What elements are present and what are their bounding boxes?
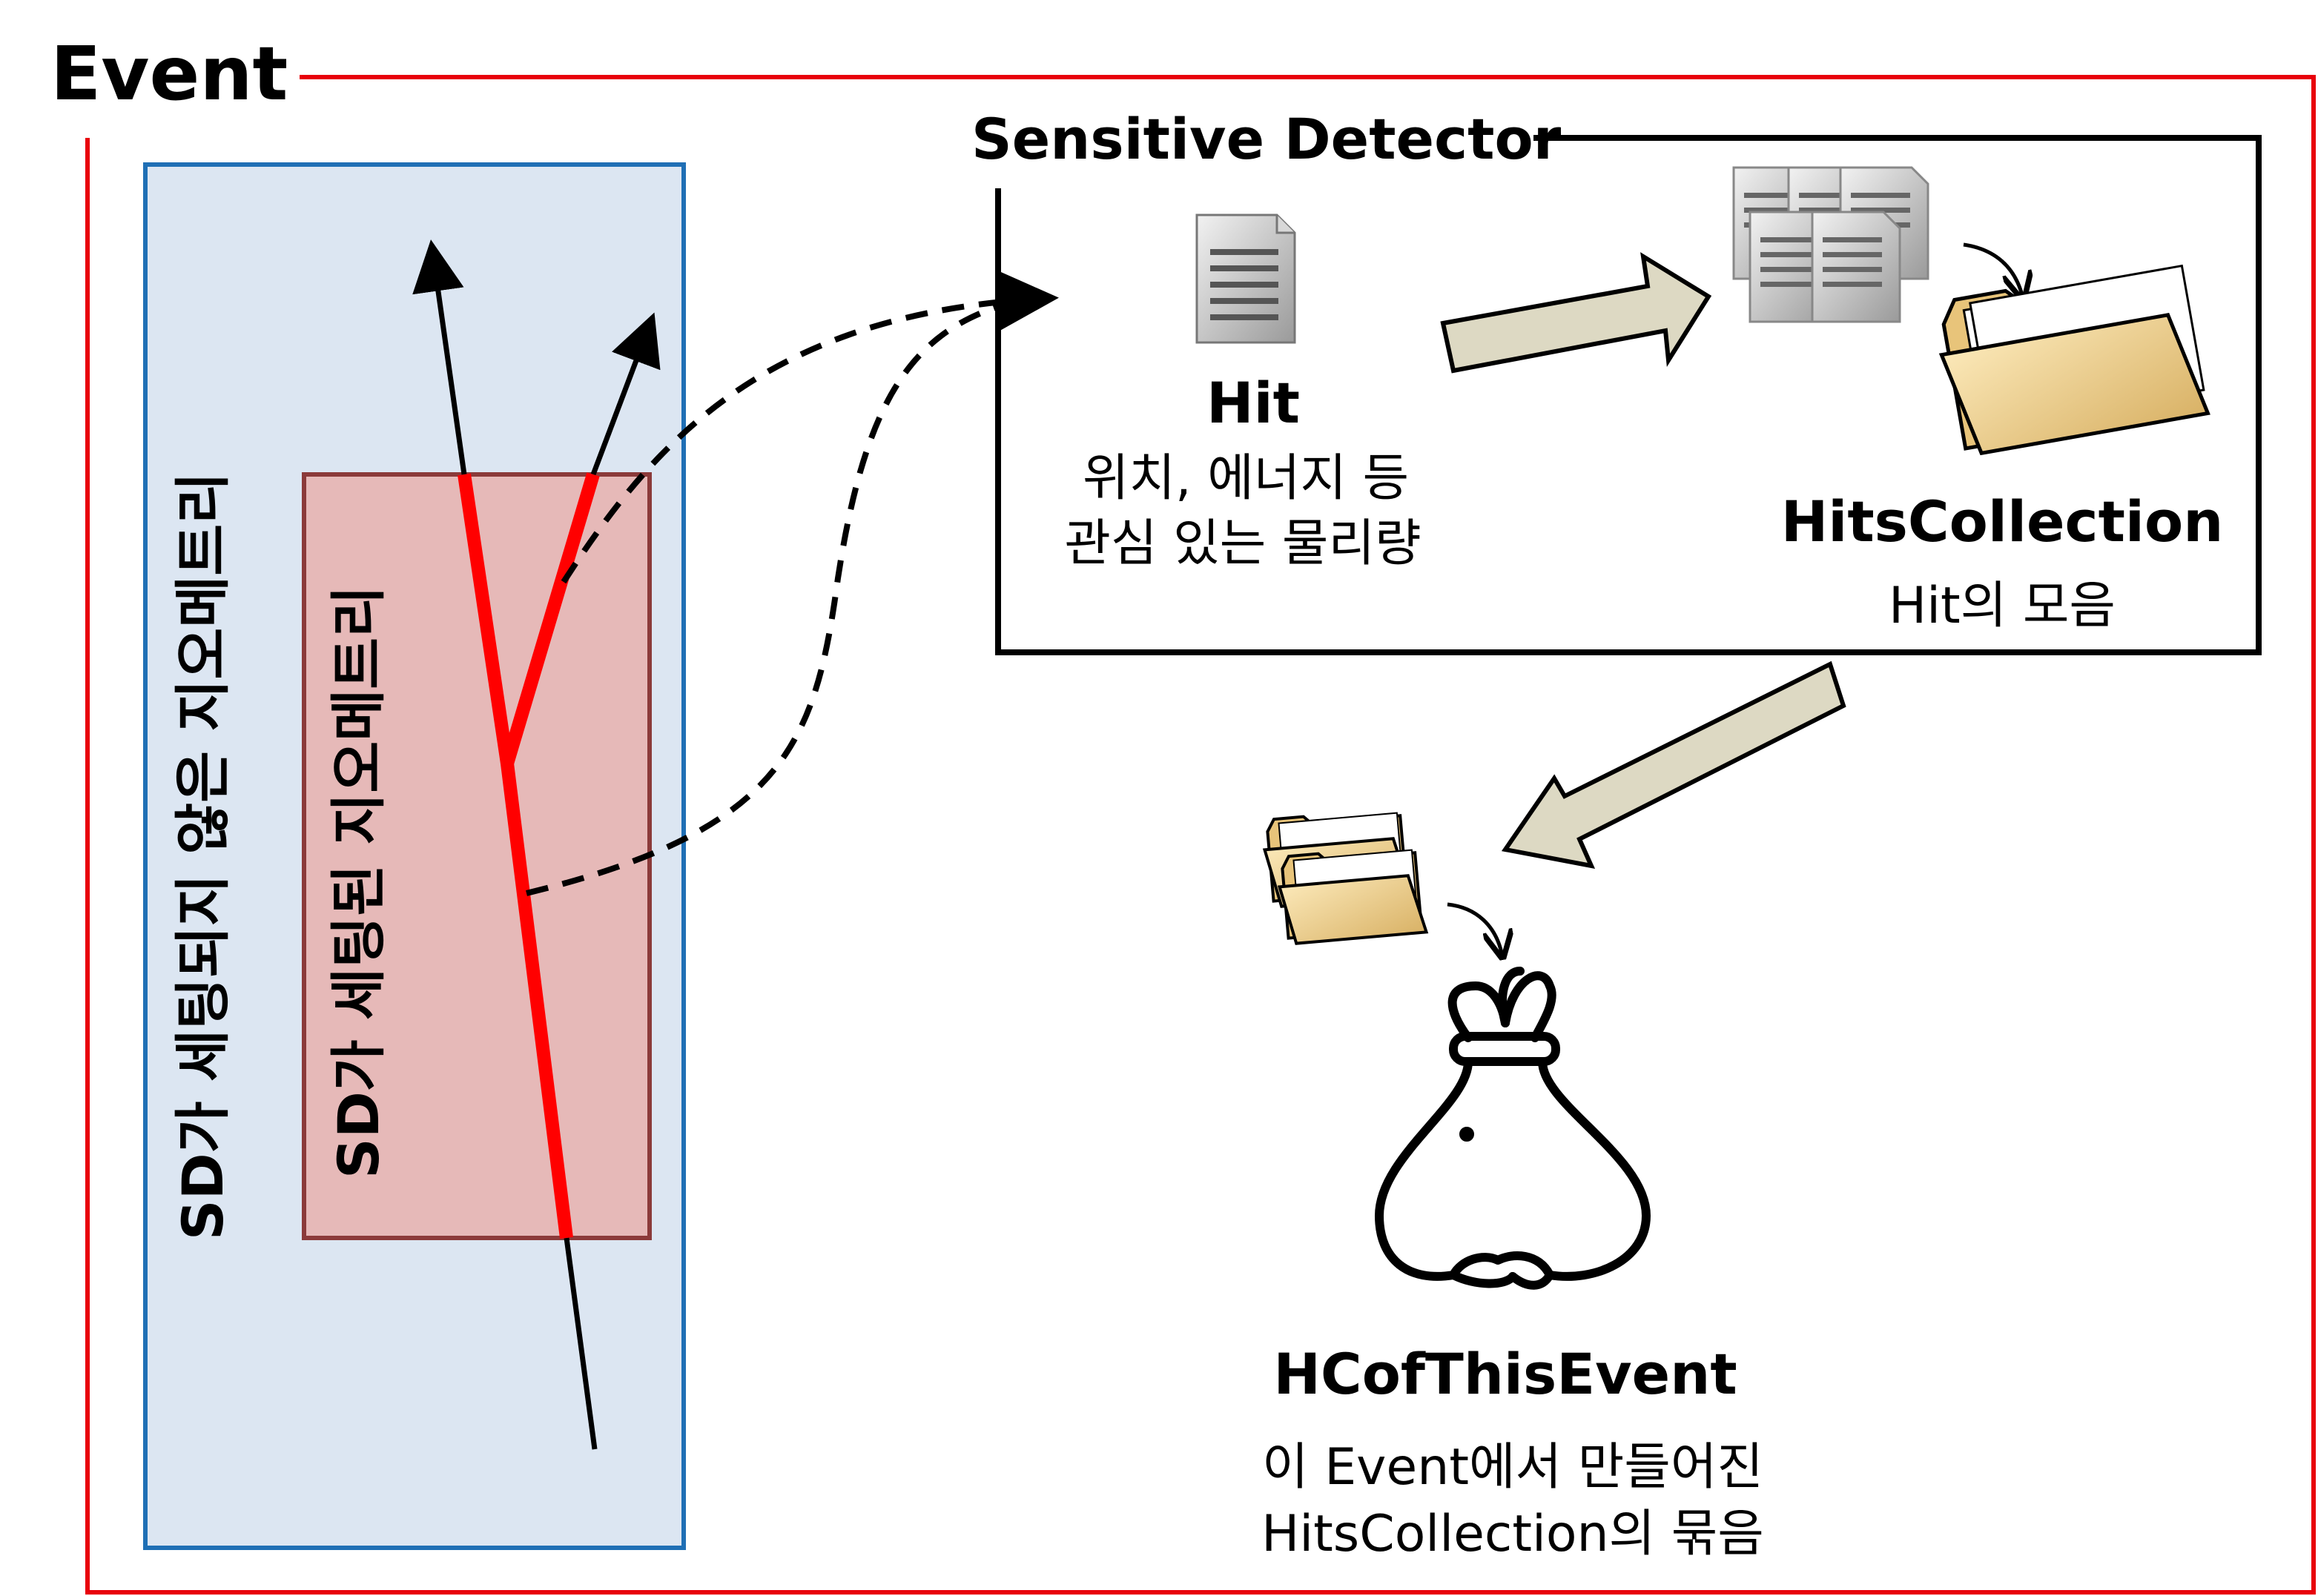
track-secondary-in-sd xyxy=(501,472,600,766)
track-primary-entry xyxy=(564,1237,598,1450)
hit-document-icon xyxy=(1195,213,1296,344)
hits-collection-title: HitsCollection xyxy=(1781,489,2224,554)
hit-generation-paths xyxy=(526,271,1059,896)
sensitive-detector-frame xyxy=(995,135,2262,655)
hit-desc-line1: 위치, 에너지 등 xyxy=(1083,449,1409,508)
stack-to-folder-arrow xyxy=(1963,242,2023,298)
multiple-folders-icon xyxy=(1262,812,1429,945)
collection-to-hc-arrow xyxy=(1501,660,1846,870)
hit-title: Hit xyxy=(1206,370,1300,436)
track-primary-exit xyxy=(412,239,467,475)
event-title: Event xyxy=(50,30,288,117)
hits-collection-desc: Hit의 모음 xyxy=(1889,577,2116,635)
track-secondary-exit xyxy=(590,312,661,476)
particle-tracks xyxy=(412,239,661,1450)
hc-of-this-event-desc-line1: 이 Event에서 만들어진 xyxy=(1262,1438,1763,1497)
hits-collection-folder-icon xyxy=(1938,264,2210,456)
hc-of-this-event-bag-icon xyxy=(1375,967,1651,1290)
hit-desc-line2: 관심 있는 물리량 xyxy=(1064,514,1421,573)
geometry-sd-label: SD가 세팅된 지오메트리 xyxy=(326,586,392,1179)
document-stack-icon xyxy=(1732,166,1929,323)
hc-of-this-event-title: HCofThisEvent xyxy=(1273,1341,1737,1407)
hit-to-collection-arrow xyxy=(1440,252,1712,374)
geometry-no-sd-label: SD가 세팅되지 않은 지오메트리 xyxy=(170,472,236,1240)
sensitive-detector-title: Sensitive Detector xyxy=(971,106,1562,172)
hc-of-this-event-desc-line2: HitsCollection의 묶음 xyxy=(1261,1505,1764,1563)
event-frame xyxy=(85,75,2316,1595)
folders-to-bag-arrow xyxy=(1447,902,1502,956)
